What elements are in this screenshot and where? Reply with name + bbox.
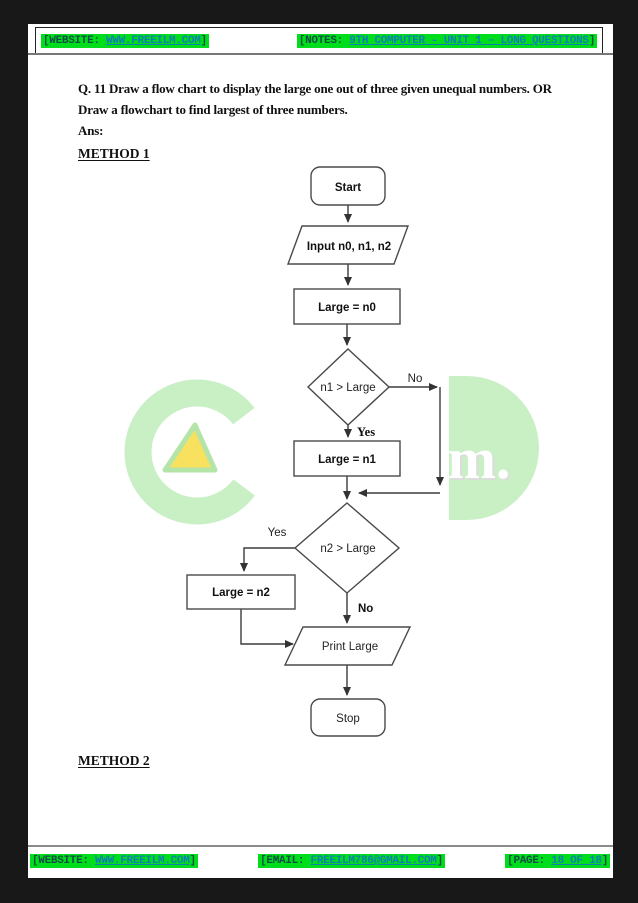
decision1-yes-label: Yes: [357, 425, 375, 439]
header-notes-label: [NOTES:: [298, 34, 350, 47]
footer-website: [WEBSITE: WWW.FREEILM.COM]: [30, 854, 198, 868]
footer-email-link[interactable]: FREEILM786@GMAIL.COM: [310, 855, 437, 867]
start-node: [310, 166, 386, 206]
answer-label: Ans:: [78, 123, 104, 138]
header-notes-close: ]: [588, 34, 596, 47]
input-node: [286, 225, 410, 265]
decision1-label: n1 > Large: [320, 382, 375, 394]
question-block: Q. 11 Draw a flow chart to display the l…: [78, 78, 552, 141]
method-1-heading: METHOD 1: [78, 146, 150, 161]
watermark-letter-shadow: m.: [450, 428, 513, 493]
decision2-label: n2 > Large: [320, 543, 375, 555]
assign-n0-node: [293, 288, 401, 325]
footer-page-close: ]: [601, 855, 609, 867]
footer-email-close: ]: [436, 855, 444, 867]
assign-n2-label: Large = n2: [212, 587, 270, 599]
flowchart-nodes: Start Input n0, n1, n2 Large = n0 n1 > L…: [186, 166, 423, 737]
assign-n1-label: Large = n1: [318, 454, 376, 466]
decision2-yes-label: Yes: [268, 527, 287, 539]
stop-node: [310, 698, 386, 737]
flowchart-canvas: m. m. Start Input n0, n1, n2 Large =: [124, 166, 539, 737]
watermark-triangle-icon: [162, 422, 218, 473]
print-node: [283, 626, 412, 666]
decision2-no-label: No: [358, 603, 373, 615]
assign-n1-node: [293, 440, 401, 477]
footer-email-label: [EMAIL:: [260, 855, 311, 867]
assign-n0-label: Large = n0: [318, 302, 376, 314]
header-divider: [28, 53, 613, 55]
question-line-2: Draw a flowchart to find largest of thre…: [78, 102, 348, 117]
header-notes: [NOTES: 9TH COMPUTER - UNIT 1 – LONG QUE…: [296, 33, 597, 48]
input-node-label: Input n0, n1, n2: [307, 241, 391, 253]
header-notes-link[interactable]: 9TH COMPUTER - UNIT 1 – LONG QUESTIONS: [349, 34, 589, 47]
print-node-label: Print Large: [322, 641, 378, 653]
freeilm-logo-watermark: m. m.: [124, 376, 539, 525]
header-website: [WEBSITE: WWW.FREEILM.COM]: [41, 33, 209, 48]
header-website-close: ]: [200, 34, 208, 47]
decision1-no-label: No: [408, 373, 423, 385]
header-website-label: [WEBSITE:: [43, 34, 107, 47]
page-footer: [WEBSITE: WWW.FREEILM.COM] [EMAIL: FREEI…: [30, 850, 610, 872]
watermark-blob-icon: [449, 376, 539, 520]
assign-n2-node: [186, 574, 296, 610]
method-2-heading: METHOD 2: [78, 753, 150, 768]
footer-page-link[interactable]: 18 OF 18: [551, 855, 602, 867]
footer-email: [EMAIL: FREEILM786@GMAIL.COM]: [258, 854, 445, 868]
connector-decision2-yes: [240, 547, 298, 572]
document-page: [WEBSITE: WWW.FREEILM.COM] [NOTES: 9TH C…: [28, 24, 613, 878]
footer-website-close: ]: [189, 855, 197, 867]
decision1-node: [306, 348, 391, 426]
footer-page-label: [PAGE:: [507, 855, 552, 867]
footer-website-link[interactable]: WWW.FREEILM.COM: [95, 855, 190, 867]
question-line-1: Q. 11 Draw a flow chart to display the l…: [78, 81, 552, 96]
watermark-letter: m.: [448, 426, 511, 491]
footer-page-number: [PAGE: 18 OF 18]: [505, 854, 610, 868]
footer-divider: [28, 845, 613, 847]
header-website-link[interactable]: WWW.FREEILM.COM: [106, 34, 201, 47]
start-node-label: Start: [335, 182, 361, 194]
watermark-ring-icon: [124, 379, 270, 525]
stop-node-label: Stop: [336, 713, 360, 725]
flowchart-connectors: [240, 205, 444, 696]
connector-assign2-print: [240, 609, 294, 648]
decision2-node: [293, 502, 401, 594]
footer-website-label: [WEBSITE:: [32, 855, 96, 867]
